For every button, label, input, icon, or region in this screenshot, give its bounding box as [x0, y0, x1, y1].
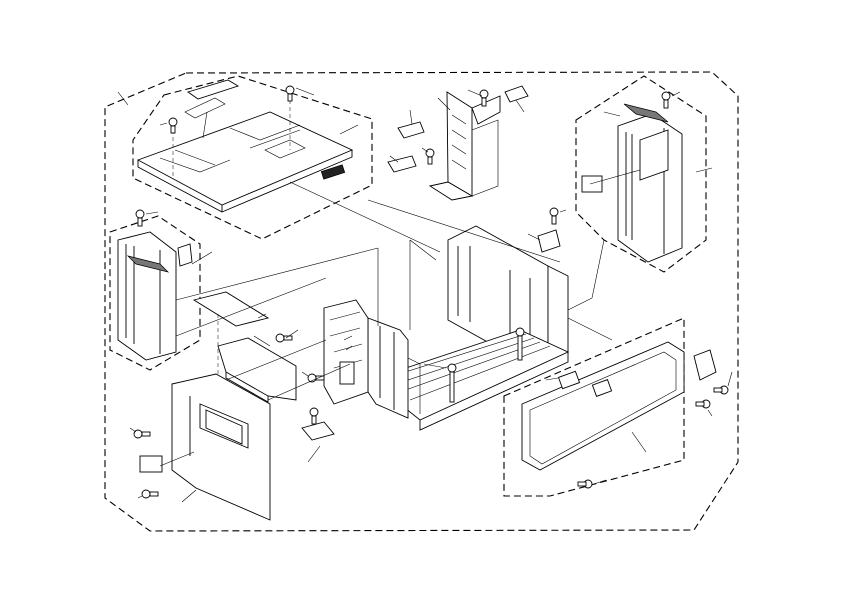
screw-board-bottom	[577, 479, 593, 489]
top-center-bracket-assembly	[387, 85, 529, 201]
screw-top-cover-b	[168, 117, 178, 134]
front-cover	[171, 373, 271, 521]
screw-small-bracket	[309, 407, 319, 425]
screw-frame-left	[447, 363, 457, 403]
top-cover-plate	[136, 111, 354, 206]
right-side-panel-assembly	[575, 75, 713, 273]
frame-right-wall	[547, 265, 569, 353]
board-side-bracket	[693, 349, 717, 381]
small-bracket	[301, 421, 335, 441]
board-label-b	[591, 379, 613, 397]
frame-left-wall	[367, 317, 409, 419]
circuit-board	[521, 341, 685, 471]
screw-right-panel	[661, 91, 671, 109]
screw-top-cover-a	[285, 85, 295, 102]
screw-frame-bracket	[549, 207, 559, 225]
top-cover-pad	[320, 164, 346, 180]
center-bracket	[446, 91, 473, 197]
screw-left-panel	[135, 209, 145, 227]
left-side-panel-assembly	[109, 209, 213, 371]
right-panel-dashed-boundary	[575, 75, 707, 273]
alignment-lines	[175, 181, 613, 401]
screw-latch	[425, 148, 435, 165]
screw-bracket-b	[307, 373, 325, 383]
board-dashed-boundary	[503, 317, 685, 497]
screw-frame-right	[515, 327, 525, 361]
right-panel-label	[581, 175, 603, 193]
top-cover-dashed-boundary	[132, 75, 373, 240]
front-cover-assembly	[129, 373, 271, 521]
left-panel-clip	[177, 243, 193, 267]
screw-bracket-a	[275, 333, 293, 343]
front-cover-label	[139, 455, 163, 473]
frame-bracket	[537, 229, 561, 253]
screw-front-cover-b	[141, 489, 159, 499]
top-cover-assembly	[132, 75, 373, 240]
screw-board-right	[713, 385, 729, 395]
left-latch-upper	[397, 121, 425, 139]
top-cover-flap	[186, 79, 240, 100]
screw-front-cover-a	[133, 429, 151, 439]
right-board-assembly	[503, 317, 733, 497]
center-left-parts	[192, 291, 335, 463]
frame-actuator	[339, 361, 355, 385]
center-clip	[504, 85, 529, 103]
right-panel-top-strip	[623, 103, 669, 123]
left-panel-dashed-boundary	[109, 215, 201, 371]
screw-board-mid	[695, 399, 711, 409]
frame-front-plate	[323, 299, 369, 405]
left-latch-lower	[387, 155, 417, 173]
insulation-sheet	[192, 291, 270, 327]
main-frame	[323, 207, 570, 431]
outer-boundary-leader	[117, 91, 129, 106]
left-side-panel	[117, 231, 177, 361]
board-label-a	[557, 370, 581, 390]
